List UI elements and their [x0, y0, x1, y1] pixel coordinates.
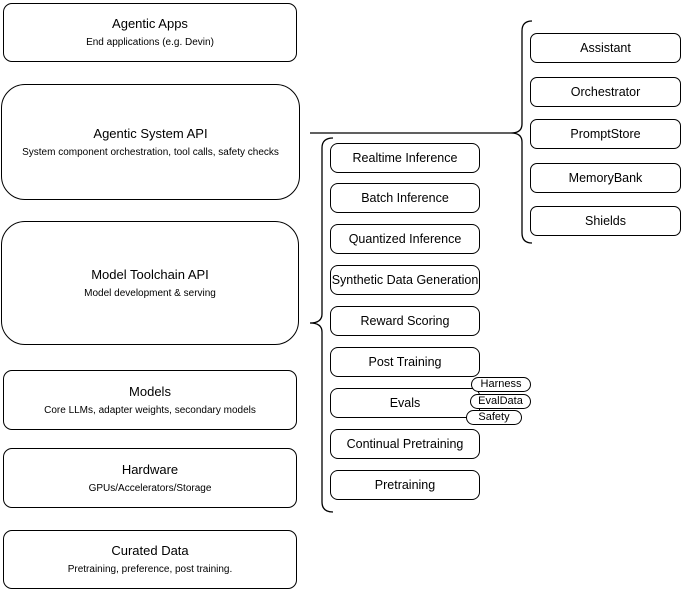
node-label: Assistant [580, 41, 631, 55]
node-realtime-inference: Realtime Inference [330, 143, 480, 173]
node-assistant: Assistant [530, 33, 681, 63]
node-label: Realtime Inference [352, 151, 458, 165]
stack-box-models: Models Core LLMs, adapter weights, secon… [3, 370, 297, 430]
node-title: Hardware [121, 461, 179, 477]
node-memorybank: MemoryBank [530, 163, 681, 193]
tag-harness: Harness [471, 377, 531, 392]
node-title: Model Toolchain API [91, 266, 209, 282]
node-subtitle: GPUs/Accelerators/Storage [88, 482, 212, 494]
node-label: Continual Pretraining [346, 437, 464, 451]
stack-box-agentic-system-api: Agentic System API System component orch… [1, 84, 300, 200]
node-subtitle: Model development & serving [84, 287, 216, 299]
node-label: Synthetic Data Generation [331, 273, 479, 287]
node-title: Agentic Apps [112, 16, 188, 31]
node-label: PromptStore [570, 127, 641, 141]
node-subtitle: Core LLMs, adapter weights, secondary mo… [44, 404, 256, 416]
tag-label: Harness [480, 378, 522, 390]
node-evals: Evals [330, 388, 480, 418]
node-label: Evals [389, 396, 421, 410]
tag-safety: Safety [466, 410, 522, 425]
node-title: Curated Data [111, 543, 189, 558]
node-shields: Shields [530, 206, 681, 236]
node-label: Shields [585, 214, 626, 228]
system-components-bracket [510, 20, 533, 244]
node-quantized-inference: Quantized Inference [330, 224, 480, 254]
node-label: Post Training [368, 355, 442, 369]
node-subtitle: System component orchestration, tool cal… [22, 146, 279, 158]
tag-label: EvalData [478, 395, 523, 407]
node-synthetic-data-generation: Synthetic Data Generation [330, 265, 480, 295]
node-batch-inference: Batch Inference [330, 183, 480, 213]
node-label: Pretraining [374, 478, 436, 492]
node-subtitle: End applications (e.g. Devin) [86, 37, 214, 48]
node-post-training: Post Training [330, 347, 480, 377]
node-pretraining: Pretraining [330, 470, 480, 500]
stack-box-agentic-apps: Agentic Apps End applications (e.g. Devi… [3, 3, 297, 62]
node-label: Quantized Inference [348, 232, 462, 246]
node-reward-scoring: Reward Scoring [330, 306, 480, 336]
node-title: Agentic System API [93, 125, 208, 141]
node-label: Orchestrator [570, 85, 641, 99]
node-continual-pretraining: Continual Pretraining [330, 429, 480, 459]
node-promptstore: PromptStore [530, 119, 681, 149]
node-label: Batch Inference [361, 191, 449, 205]
stack-box-curated-data: Curated Data Pretraining, preference, po… [3, 530, 297, 589]
node-title: Models [129, 383, 171, 399]
tag-evaldata: EvalData [470, 394, 531, 409]
node-label: MemoryBank [568, 171, 643, 185]
tag-label: Safety [478, 411, 510, 423]
node-label: Reward Scoring [360, 314, 450, 328]
stack-box-hardware: Hardware GPUs/Accelerators/Storage [3, 448, 297, 508]
node-subtitle: Pretraining, preference, post training. [67, 564, 233, 575]
node-orchestrator: Orchestrator [530, 77, 681, 107]
stack-box-model-toolchain-api: Model Toolchain API Model development & … [1, 221, 299, 345]
